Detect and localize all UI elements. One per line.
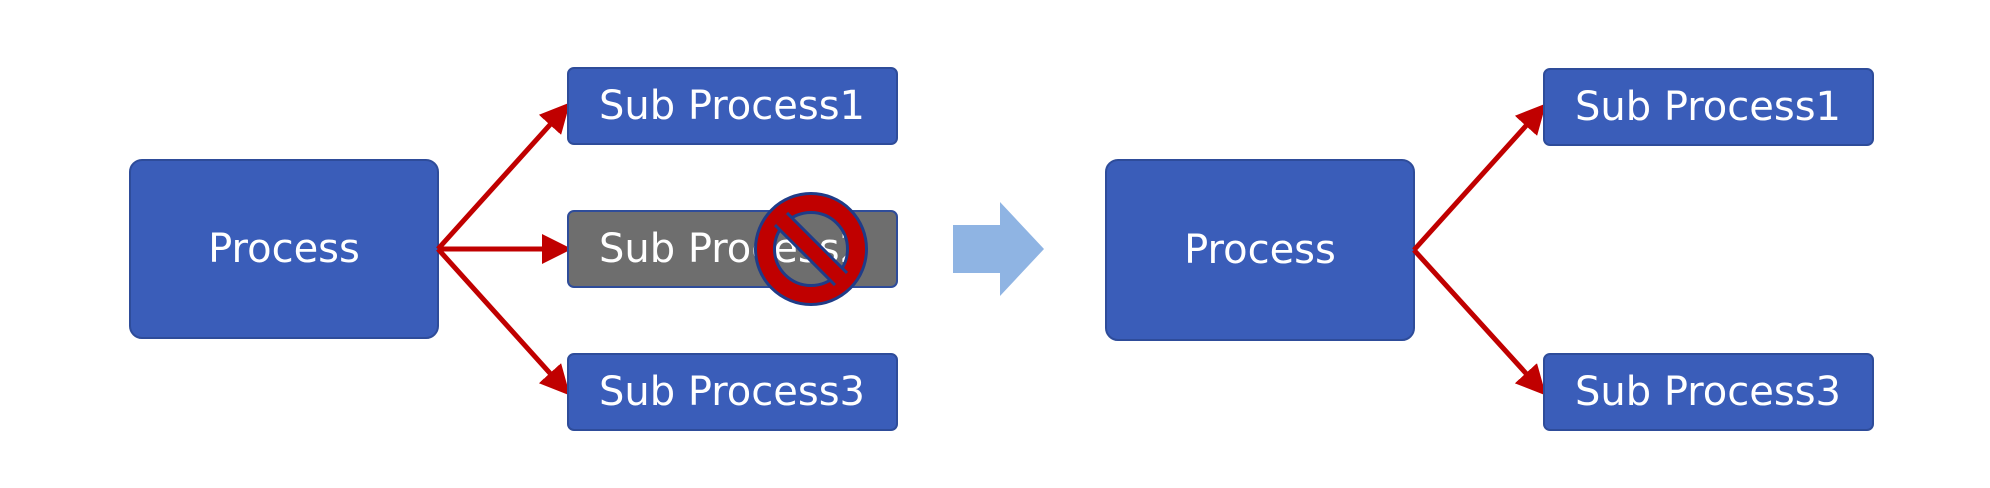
- after-arrow-to-sub1: [1412, 103, 1547, 252]
- before-diagram: Process Sub Process1 Sub Process2 Sub Pr…: [129, 67, 898, 431]
- after-sub-process1-label: Sub Process1: [1575, 84, 1841, 130]
- before-sub-process1-node: Sub Process1: [567, 67, 898, 145]
- before-process-node: Process: [129, 159, 439, 339]
- after-sub-process1-node: Sub Process1: [1543, 68, 1874, 146]
- after-arrow-to-sub3: [1412, 248, 1547, 396]
- after-sub-process3-node: Sub Process3: [1543, 353, 1874, 431]
- before-sub-process1-label: Sub Process1: [599, 83, 865, 129]
- after-process-label: Process: [1184, 227, 1336, 273]
- before-process-label: Process: [208, 226, 360, 272]
- after-diagram: Process Sub Process1 Sub Process3: [1105, 68, 1874, 431]
- before-arrow-to-sub1: [436, 102, 571, 251]
- prohibited-icon: [754, 192, 868, 306]
- after-process-node: Process: [1105, 159, 1415, 341]
- before-sub-process3-node: Sub Process3: [567, 353, 898, 431]
- right-arrow-icon: [953, 202, 1044, 296]
- after-sub-process3-label: Sub Process3: [1575, 369, 1841, 415]
- before-sub-process3-label: Sub Process3: [599, 369, 865, 415]
- before-arrow-to-sub3: [436, 247, 571, 396]
